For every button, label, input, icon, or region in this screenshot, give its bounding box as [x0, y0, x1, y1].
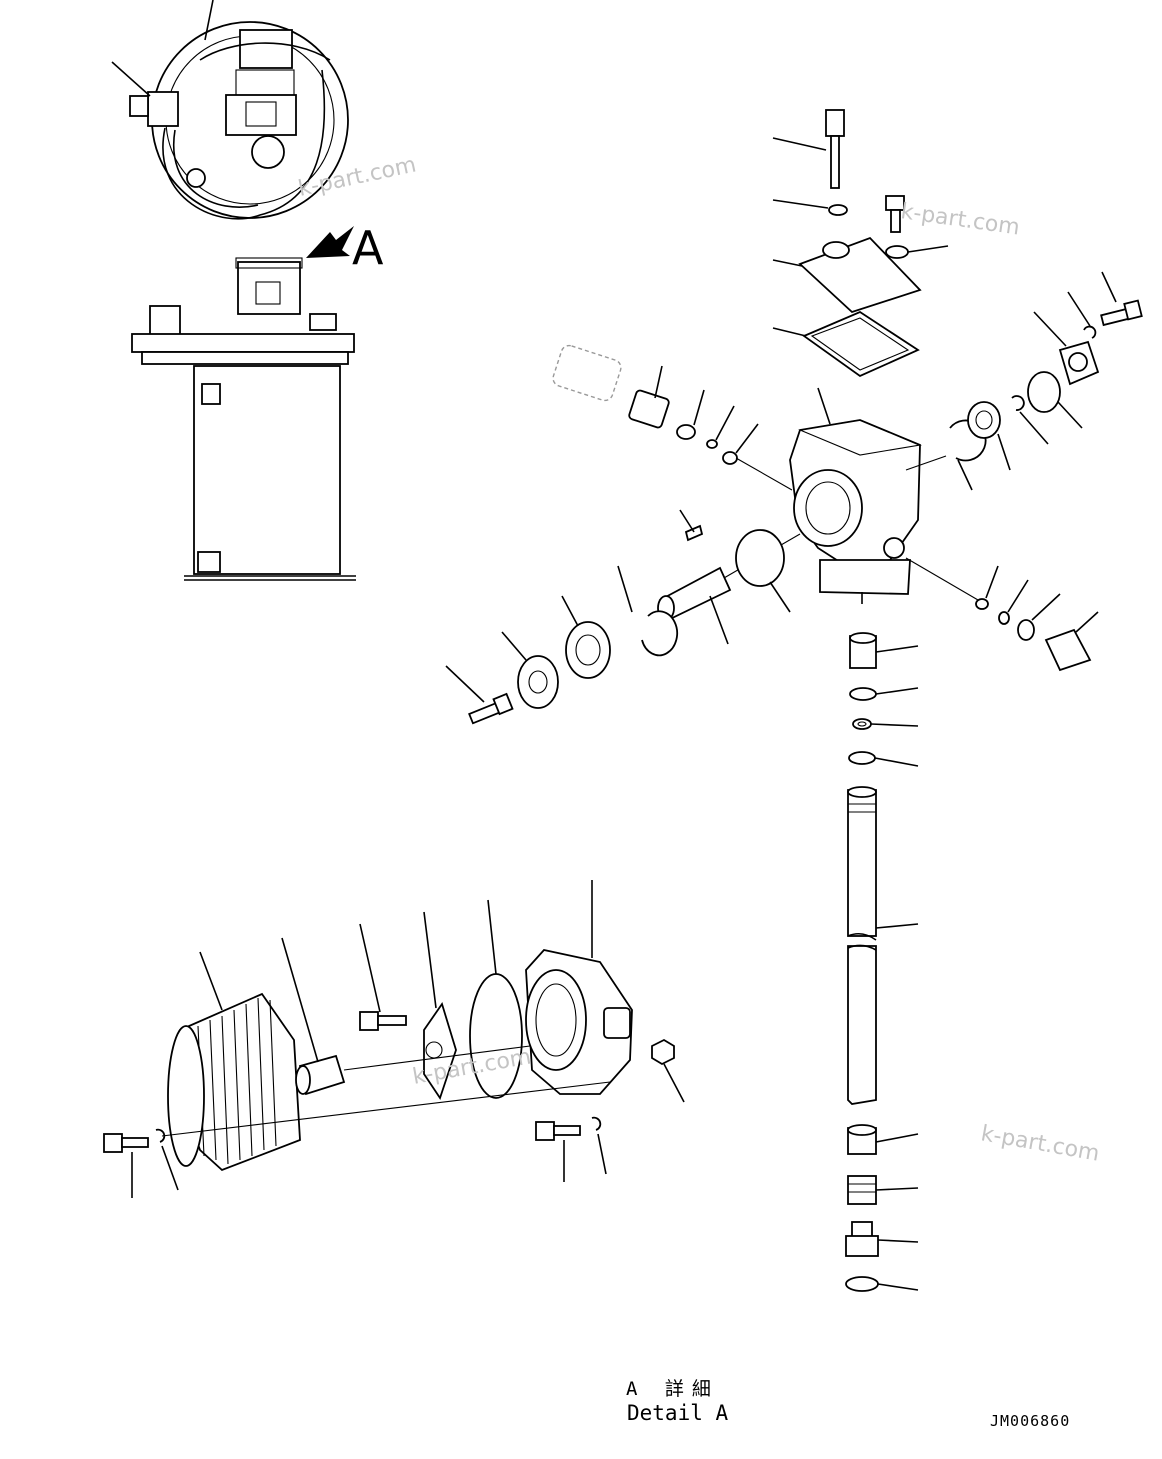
right-side-parts — [905, 271, 1143, 491]
hex-nut — [651, 1038, 685, 1103]
suction-strainer — [552, 344, 622, 402]
coupling-sleeve — [281, 937, 346, 1096]
dipstick — [772, 109, 845, 189]
flange-gasket — [469, 899, 523, 1099]
drawing-code: JM006860 — [990, 1412, 1071, 1430]
o-ring-top — [772, 199, 848, 216]
pipe-gasket — [845, 1276, 919, 1292]
cover-gasket — [772, 310, 920, 378]
spacer-left — [501, 631, 559, 709]
motor-flange-housing — [525, 880, 633, 1095]
pipe-nut — [847, 1175, 919, 1205]
top-bolt — [885, 195, 949, 259]
detail-caption-japanese: A 詳細 — [626, 1378, 719, 1400]
pipe-collar — [847, 1124, 919, 1155]
left-o-rings — [676, 389, 793, 491]
gear — [167, 951, 301, 1172]
column-washer — [852, 718, 919, 730]
lower-bolt-left — [103, 1128, 179, 1198]
assembly-center-lines — [161, 1045, 611, 1137]
pump-housing — [789, 387, 922, 604]
bolt-left — [445, 665, 514, 725]
tank-top-view: k-part.com — [111, 0, 418, 220]
detail-caption: Detail A — [627, 1401, 729, 1425]
flange-bolt — [359, 923, 407, 1031]
column-bushing — [849, 632, 919, 669]
top-cover — [772, 236, 922, 314]
bearing-left — [561, 595, 611, 679]
tank-side-view: A — [131, 221, 384, 581]
suction-fitting — [628, 365, 670, 429]
drain-parts — [905, 557, 1099, 672]
adapter-plate — [423, 911, 457, 1101]
suction-pipe — [847, 786, 919, 1105]
watermark-text: k-part.com — [899, 199, 1021, 240]
lower-bolt-right — [535, 1116, 607, 1182]
watermark-text: k-part.com — [979, 1121, 1101, 1166]
pump-shaft — [657, 509, 801, 645]
view-label: A — [352, 221, 384, 275]
column-o-ring-2 — [848, 751, 919, 767]
snap-ring-left — [617, 565, 679, 657]
view-arrow-icon — [306, 226, 354, 258]
column-o-ring-1 — [849, 687, 919, 701]
shaft-seal — [735, 529, 791, 613]
pipe-plug — [845, 1221, 919, 1257]
